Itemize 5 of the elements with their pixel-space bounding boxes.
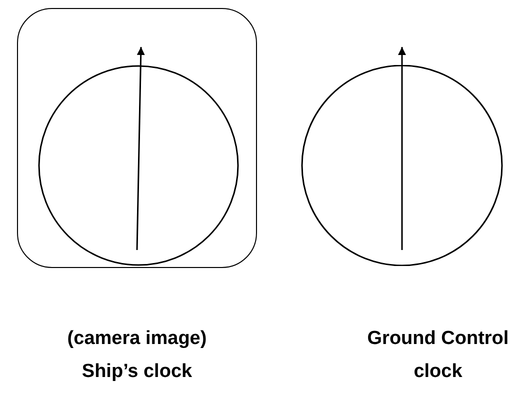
clock-face (38, 64, 238, 266)
clock-caption: (camera image) Ship’s clock (66, 327, 208, 384)
rounded-frame (17, 8, 257, 268)
clock-caption: Ground Control clock (366, 327, 510, 384)
clock-face (301, 65, 503, 266)
